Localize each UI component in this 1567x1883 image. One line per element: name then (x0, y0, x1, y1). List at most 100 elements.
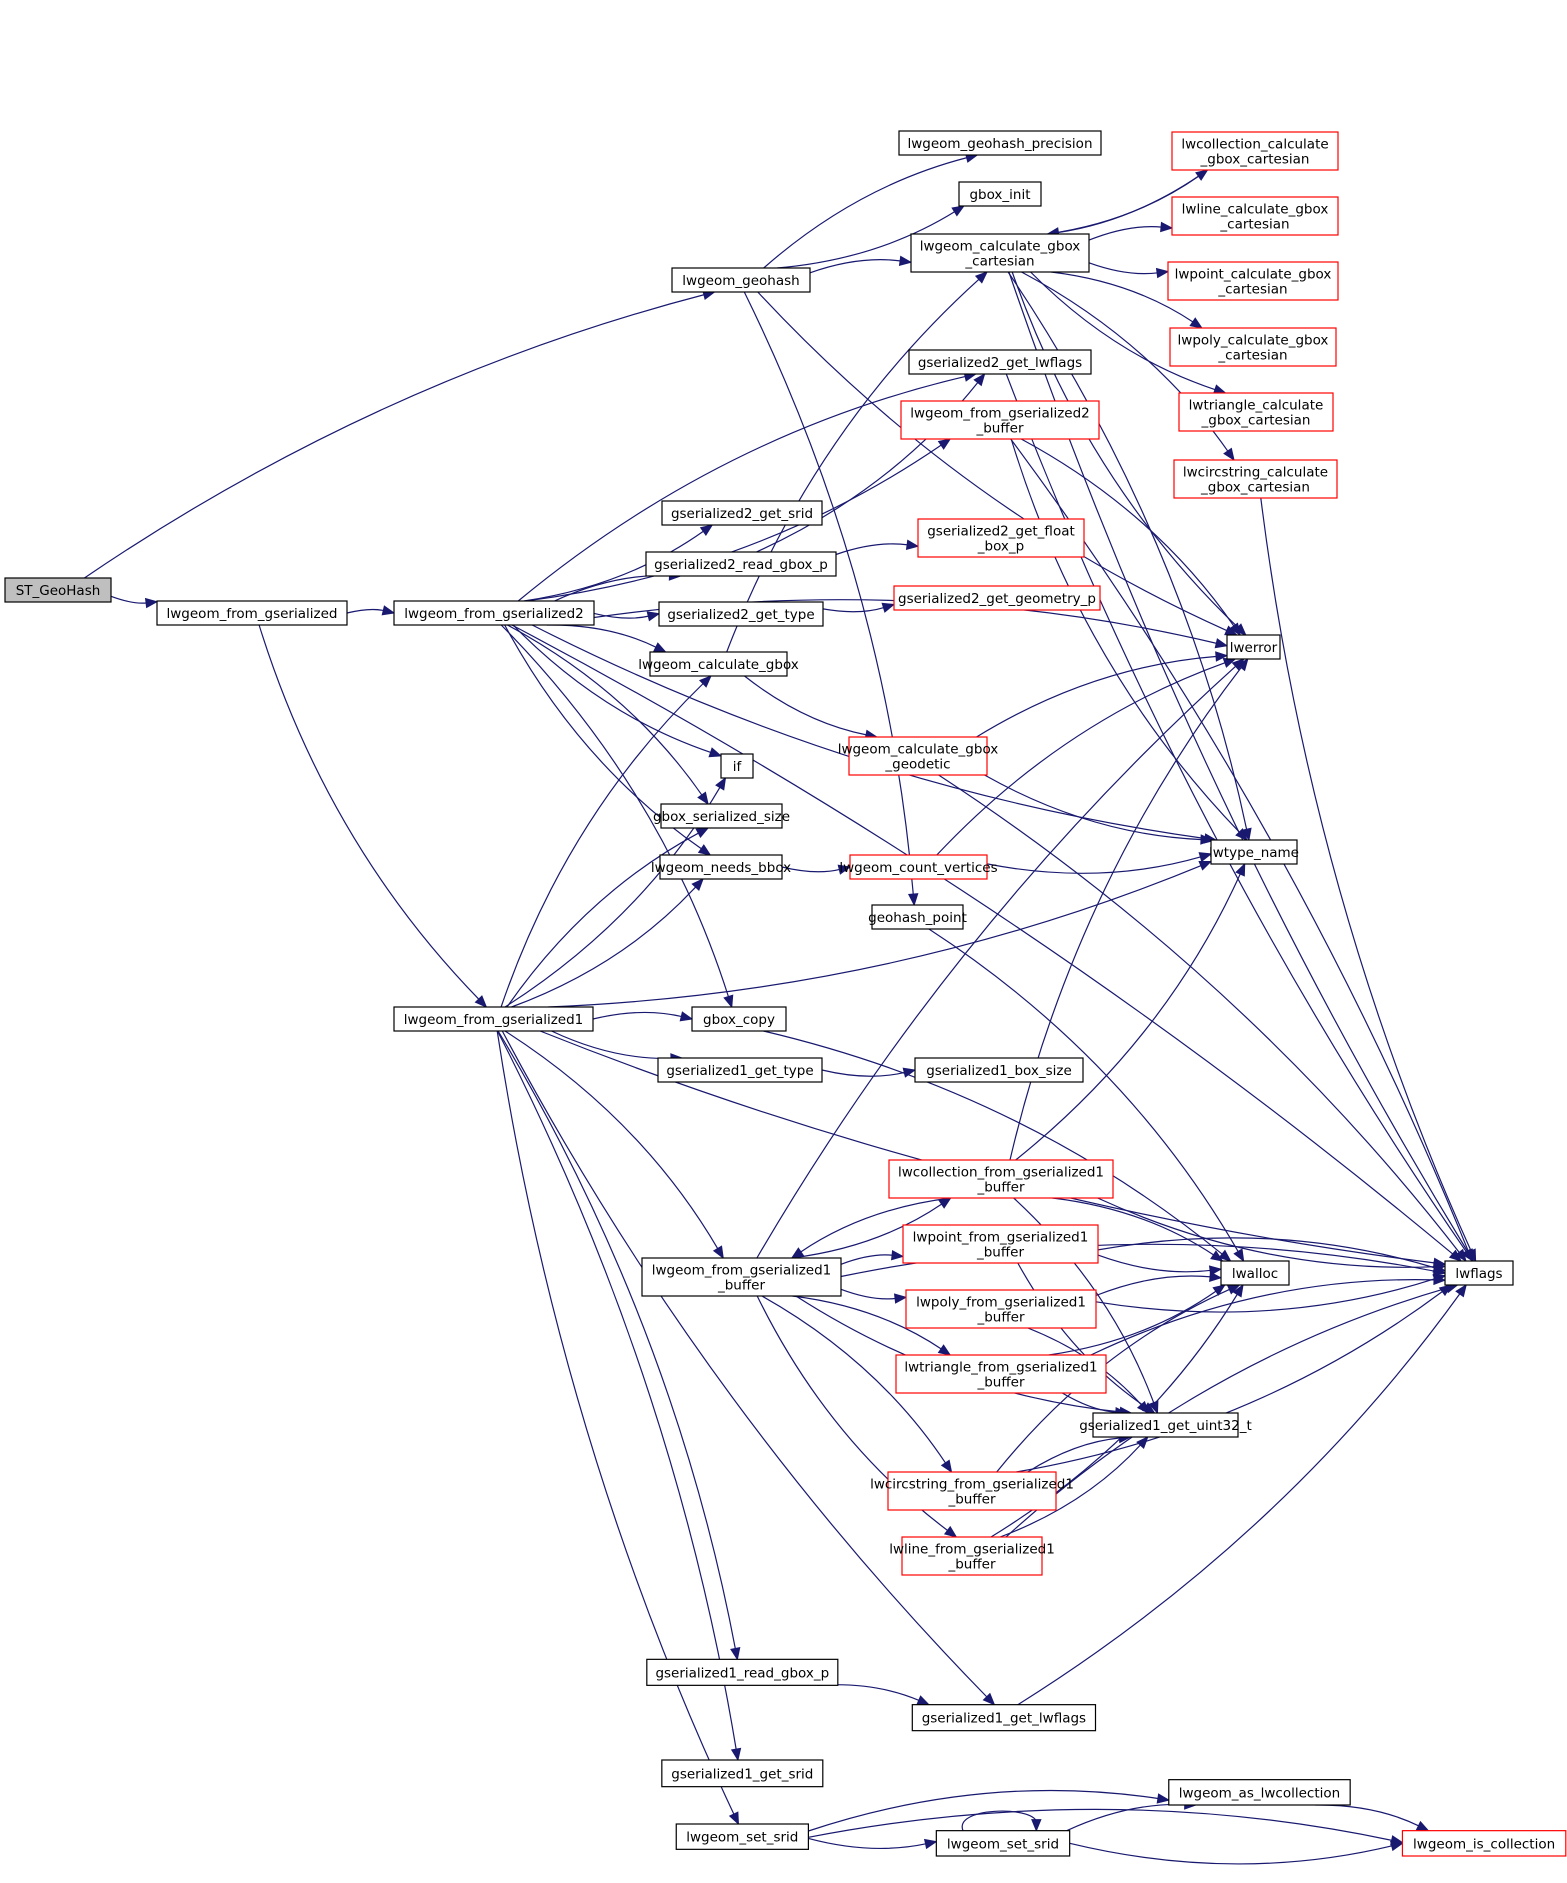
node-lwgeom-is-collection[interactable]: lwgeom_is_collection (1401, 1830, 1567, 1857)
node-lwgeom-from-gserialized1-buffer[interactable]: lwgeom_from_gserialized1_buffer (641, 1257, 842, 1297)
node-box[interactable] (1171, 196, 1339, 236)
node-gserialized1-get-srid[interactable]: gserialized1_get_srid (661, 1759, 824, 1788)
node-box[interactable] (848, 736, 988, 776)
node-box[interactable] (1168, 1779, 1351, 1806)
node-gbox-serialized-size[interactable]: gbox_serialized_size (653, 803, 790, 829)
node-geohash-point[interactable]: geohash_point (868, 904, 967, 930)
node-lwflags[interactable]: lwflags (1444, 1260, 1514, 1286)
node-gserialized2-get-type[interactable]: gserialized2_get_type (658, 601, 824, 627)
node-lwgeom-set-srid-1[interactable]: lwgeom_set_srid (675, 1823, 809, 1850)
node-lwgeom-calculate-gbox-geodetic[interactable]: lwgeom_calculate_gbox_geodetic (838, 736, 999, 776)
node-lwgeom-from-gserialized[interactable]: lwgeom_from_gserialized (156, 600, 348, 626)
node-box[interactable] (1444, 1260, 1514, 1286)
node-box[interactable] (935, 1830, 1071, 1857)
node-box[interactable] (1167, 261, 1339, 301)
node-box[interactable] (898, 130, 1102, 156)
node-box[interactable] (393, 600, 595, 626)
node-box[interactable] (657, 1057, 823, 1083)
node-box[interactable] (917, 518, 1085, 558)
node-box[interactable] (675, 1823, 809, 1850)
node-lwgeom-from-gserialized1[interactable]: lwgeom_from_gserialized1 (393, 1006, 594, 1032)
node-lwgeom-needs-bbox[interactable]: lwgeom_needs_bbox (651, 854, 791, 880)
node-box[interactable] (887, 1471, 1057, 1511)
node-box[interactable] (1173, 459, 1338, 499)
node-lwpoly-from-gserialized1-buffer[interactable]: lwpoly_from_gserialized1_buffer (905, 1289, 1097, 1329)
node-st-geohash[interactable]: ST_GeoHash (4, 577, 112, 603)
node-box[interactable] (910, 233, 1090, 273)
node-lwpoint-calculate-gbox-cartesian[interactable]: lwpoint_calculate_gbox_cartesian (1167, 261, 1339, 301)
node-box[interactable] (1220, 1260, 1290, 1286)
node-box[interactable] (661, 500, 823, 526)
node-lwgeom-geohash[interactable]: lwgeom_geohash (671, 267, 811, 293)
node-box[interactable] (888, 1159, 1114, 1199)
node-box[interactable] (393, 1006, 594, 1032)
node-box[interactable] (905, 1289, 1097, 1329)
node-box[interactable] (902, 1224, 1099, 1264)
node-lwcircstring-calculate-gbox-cartesian[interactable]: lwcircstring_calculate_gbox_cartesian (1173, 459, 1338, 499)
node-box[interactable] (1171, 131, 1339, 171)
node-box[interactable] (4, 577, 112, 603)
node-box[interactable] (1169, 327, 1337, 367)
node-gserialized1-read-gbox-p[interactable]: gserialized1_read_gbox_p (646, 1658, 839, 1686)
node-box[interactable] (900, 400, 1100, 440)
node-box[interactable] (1401, 1830, 1567, 1857)
node-lwcollection-calculate-gbox-cartesian[interactable]: lwcollection_calculate_gbox_cartesian (1171, 131, 1339, 171)
node-lwcollection-from-gserialized1-buffer[interactable]: lwcollection_from_gserialized1_buffer (888, 1159, 1114, 1199)
node-box[interactable] (671, 267, 811, 293)
node-gserialized2-get-srid[interactable]: gserialized2_get_srid (661, 500, 823, 526)
node-box[interactable] (156, 600, 348, 626)
node-box[interactable] (849, 854, 988, 880)
node-lwline-calculate-gbox-cartesian[interactable]: lwline_calculate_gbox_cartesian (1171, 196, 1339, 236)
node-box[interactable] (1092, 1412, 1239, 1438)
node-lwcircstring-from-gserialized1-buffer[interactable]: lwcircstring_from_gserialized1_buffer (870, 1471, 1074, 1511)
node-box[interactable] (914, 1057, 1084, 1083)
node-lwgeom-from-gserialized2[interactable]: lwgeom_from_gserialized2 (393, 600, 595, 626)
node-gbox-copy[interactable]: gbox_copy (691, 1006, 787, 1032)
node-gserialized1-box-size[interactable]: gserialized1_box_size (914, 1057, 1084, 1083)
node-box[interactable] (645, 551, 837, 577)
node-gbox-init[interactable]: gbox_init (958, 181, 1042, 207)
node-gserialized2-get-lwflags[interactable]: gserialized2_get_lwflags (908, 349, 1092, 375)
node-gserialized1-get-type[interactable]: gserialized1_get_type (657, 1057, 823, 1083)
node-lwalloc[interactable]: lwalloc (1220, 1260, 1290, 1286)
node-lwgeom-set-srid-2[interactable]: lwgeom_set_srid (935, 1830, 1071, 1857)
node-lwgeom-calculate-gbox-cartesian[interactable]: lwgeom_calculate_gbox_cartesian (910, 233, 1090, 273)
node-box[interactable] (691, 1006, 787, 1032)
node-gserialized1-get-lwflags[interactable]: gserialized1_get_lwflags (911, 1704, 1097, 1732)
node-lwgeom-as-lwcollection[interactable]: lwgeom_as_lwcollection (1168, 1779, 1351, 1806)
node-lwpoly-calculate-gbox-cartesian[interactable]: lwpoly_calculate_gbox_cartesian (1169, 327, 1337, 367)
node-lwerror[interactable]: lwerror (1226, 634, 1281, 660)
node-box[interactable] (659, 854, 783, 880)
node-box[interactable] (911, 1704, 1097, 1732)
node-box[interactable] (661, 1759, 824, 1788)
node-box[interactable] (658, 601, 824, 627)
node-box[interactable] (958, 181, 1042, 207)
node-lwline-from-gserialized1-buffer[interactable]: lwline_from_gserialized1_buffer (889, 1536, 1055, 1576)
node-if[interactable]: if (720, 753, 754, 779)
node-lwgeom-count-vertices[interactable]: lwgeom_count_vertices (839, 854, 998, 880)
node-box[interactable] (871, 904, 964, 930)
node-lwpoint-from-gserialized1-buffer[interactable]: lwpoint_from_gserialized1_buffer (902, 1224, 1099, 1264)
node-box[interactable] (893, 585, 1101, 611)
node-gserialized2-get-float-box-p[interactable]: gserialized2_get_float_box_p (917, 518, 1085, 558)
node-box[interactable] (1226, 634, 1281, 660)
node-lwtriangle-calculate-gbox-cartesian[interactable]: lwtriangle_calculate_gbox_cartesian (1178, 392, 1334, 432)
node-gserialized2-get-geometry-p[interactable]: gserialized2_get_geometry_p (893, 585, 1101, 611)
node-box[interactable] (720, 753, 754, 779)
node-lwtype-name[interactable]: lwtype_name (1209, 839, 1299, 865)
node-box[interactable] (901, 1536, 1043, 1576)
node-box[interactable] (649, 651, 788, 677)
node-box[interactable] (641, 1257, 842, 1297)
node-lwtriangle-from-gserialized1-buffer[interactable]: lwtriangle_from_gserialized1_buffer (895, 1354, 1107, 1394)
node-box[interactable] (646, 1658, 839, 1686)
node-lwgeom-from-gserialized2-buffer[interactable]: lwgeom_from_gserialized2_buffer (900, 400, 1100, 440)
node-box[interactable] (660, 803, 783, 829)
node-gserialized2-read-gbox-p[interactable]: gserialized2_read_gbox_p (645, 551, 837, 577)
node-lwgeom-geohash-precision[interactable]: lwgeom_geohash_precision (898, 130, 1102, 156)
node-lwgeom-calculate-gbox[interactable]: lwgeom_calculate_gbox (638, 651, 799, 677)
node-box[interactable] (908, 349, 1092, 375)
node-box[interactable] (1178, 392, 1334, 432)
node-gserialized1-get-uint32-t[interactable]: gserialized1_get_uint32_t (1079, 1412, 1252, 1438)
node-box[interactable] (895, 1354, 1107, 1394)
node-box[interactable] (1210, 839, 1298, 865)
